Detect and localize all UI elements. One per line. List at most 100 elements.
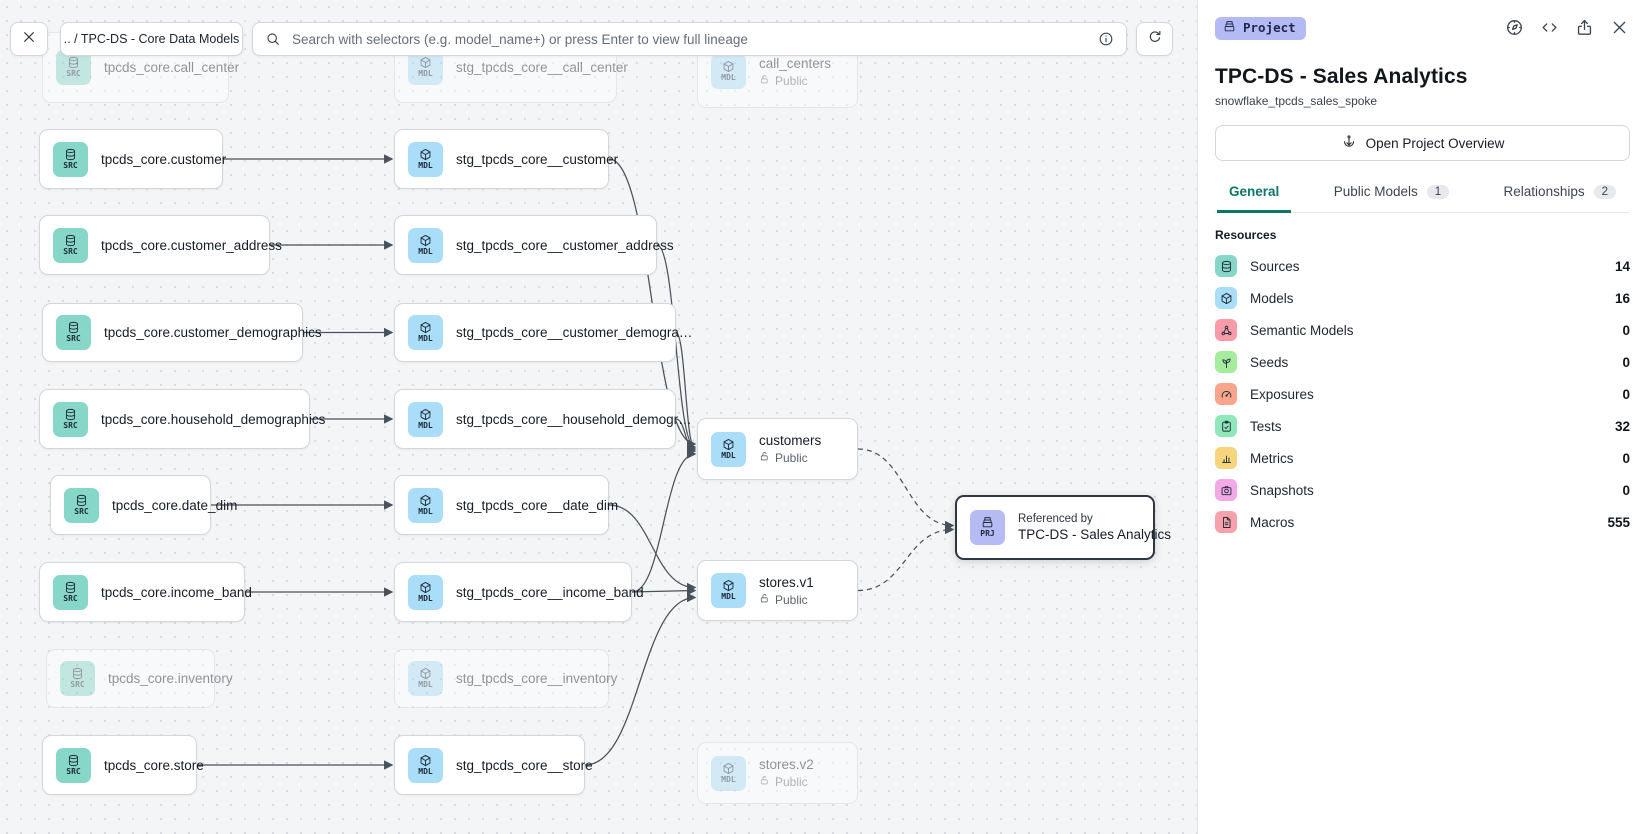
details-panel: Project TPC-DS - Sales Analytics snowfla… [1197,0,1648,834]
compass-icon[interactable] [1505,18,1525,38]
resources-heading: Resources [1215,228,1277,242]
close-lineage-button[interactable] [10,22,48,56]
cube-icon: MDL [711,431,746,467]
resource-row-models[interactable]: Models 16 [1215,282,1630,314]
refresh-lineage-button[interactable] [1136,22,1173,56]
resource-count: 0 [1622,482,1630,498]
lineage-search [252,22,1127,56]
graph-node-src_customer[interactable]: SRC tpcds_core.customer [39,129,227,189]
resource-row-tests[interactable]: Tests 32 [1215,410,1630,442]
resource-label: Models [1250,290,1294,306]
open-project-overview-button[interactable]: Open Project Overview [1215,125,1630,161]
node-label: tpcds_core.customer_address [101,237,282,253]
resource-label: Seeds [1250,354,1289,370]
resource-count: 0 [1622,450,1630,466]
file-icon [1215,511,1237,533]
resource-count: 0 [1622,386,1630,402]
close-icon[interactable] [1610,18,1630,38]
lock-open-icon [759,593,770,607]
node-text: stg_tpcds_core__date_dim [456,498,618,513]
graph-node-stg_store[interactable]: MDL stg_tpcds_core__store [394,735,593,795]
cube-icon: MDL [408,661,443,696]
cube-icon: MDL [408,747,443,783]
node-text: tpcds_core.customer_address [101,237,282,253]
database-icon: SRC [53,401,88,437]
database-icon: SRC [53,141,88,177]
node-label: tpcds_core.customer [101,151,227,167]
node-label: stg_tpcds_core__call_center [456,60,628,75]
share-icon[interactable] [1575,18,1595,38]
project-icon: PRJ [970,510,1005,545]
resource-type-badge: Project [1215,16,1306,40]
overview-button-label: Open Project Overview [1365,135,1505,151]
graph-node-stg_inventory[interactable]: MDL stg_tpcds_core__inventory [394,649,617,708]
node-text: stg_tpcds_core__household_demogr… [456,412,692,427]
code-icon[interactable] [1540,18,1560,38]
node-access-tag: Public [759,593,814,607]
resource-row-metrics[interactable]: Metrics 0 [1215,442,1630,474]
cube-icon: MDL [408,227,443,263]
database-icon [1215,255,1237,277]
node-pretitle: Referenced by [1018,513,1093,525]
tab-label: Relationships [1503,184,1585,199]
node-label: stg_tpcds_core__income_band [456,584,644,600]
resource-row-exposures[interactable]: Exposures 0 [1215,378,1630,410]
node-text: stg_tpcds_core__inventory [456,671,617,686]
resource-count: 16 [1614,290,1630,306]
resource-label: Tests [1250,418,1282,434]
node-label: stg_tpcds_core__store [456,757,593,773]
camera-icon [1215,479,1237,501]
resource-count: 32 [1614,418,1630,434]
node-label: stores.v1 [759,574,814,590]
search-input[interactable] [290,30,1089,48]
lock-open-icon [759,775,770,789]
clipboard-check-icon [1215,415,1237,437]
resource-count: 0 [1622,322,1630,338]
node-label: tpcds_core.store [104,757,204,773]
node-text: tpcds_core.call_center [104,60,239,75]
node-label: tpcds_core.inventory [108,671,233,686]
tab-label: Public Models [1333,184,1418,199]
resource-label: Exposures [1250,386,1314,402]
seed-icon [1215,351,1237,373]
node-text: stg_tpcds_core__call_center [456,60,628,75]
resource-label: Metrics [1250,450,1294,466]
node-text: tpcds_core.customer_demographics [104,325,322,340]
project-schema-subtitle: snowflake_tpcds_sales_spoke [1215,94,1378,108]
cube-icon: MDL [711,573,746,608]
node-text: stg_tpcds_core__customer_address [456,238,674,253]
breadcrumb[interactable]: .. / TPC-DS - Core Data Models [60,22,243,56]
node-label: tpcds_core.income_band [101,584,252,600]
tab-general[interactable]: General [1217,175,1292,213]
info-icon[interactable] [1098,31,1114,47]
node-label: customers [759,433,822,448]
graph-node-stg_customer_address[interactable]: MDL stg_tpcds_core__customer_address [394,215,674,275]
node-text: tpcds_core.customer [101,151,227,167]
